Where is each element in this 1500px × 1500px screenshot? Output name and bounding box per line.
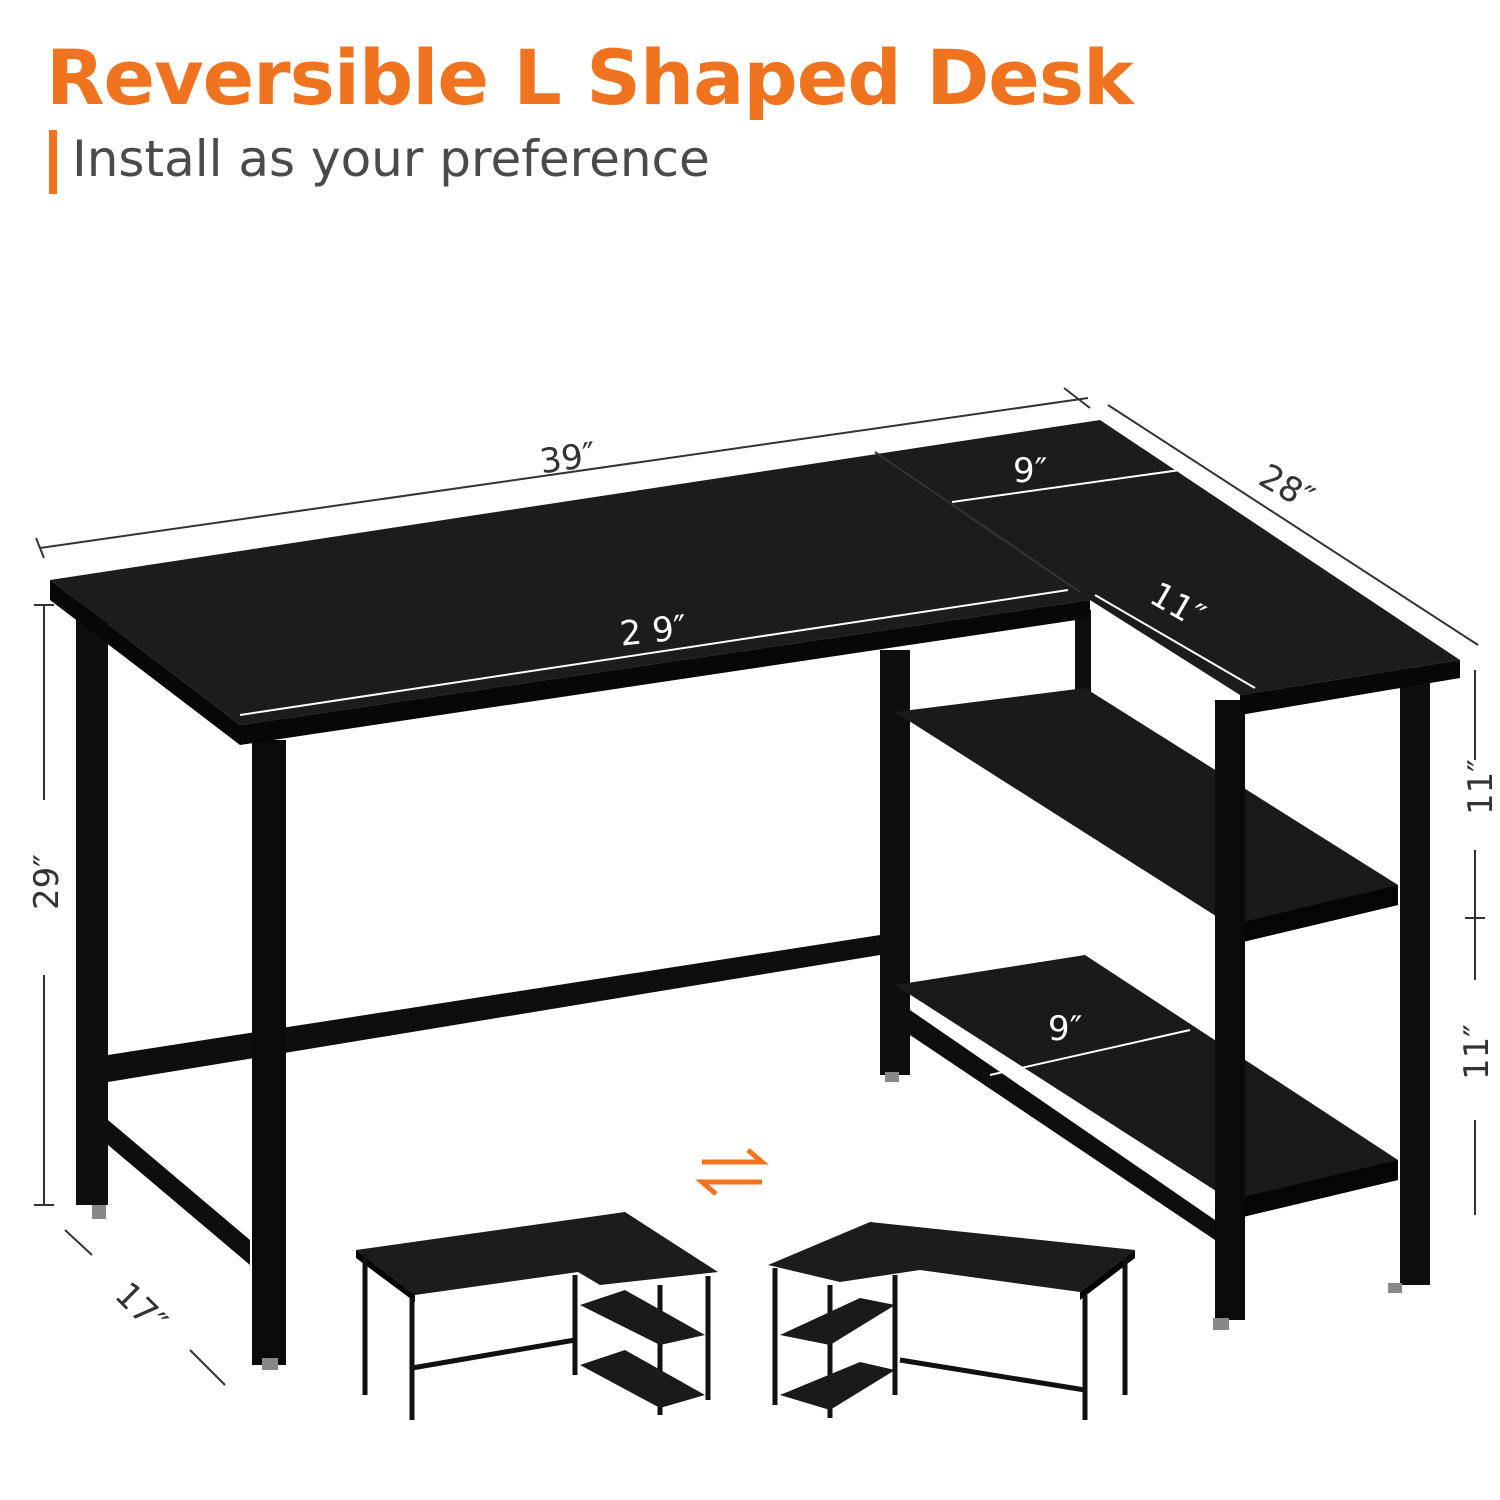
desktop xyxy=(50,420,1460,745)
dim-lower-shelf-gap: 11″ xyxy=(1457,1024,1497,1080)
dim-return-top-width: 9″ xyxy=(1013,451,1047,491)
front-legs xyxy=(252,700,1245,1365)
dim-return-depth: 28″ xyxy=(1252,456,1320,519)
dim-height: 29″ xyxy=(27,854,67,910)
page-title: Reversible L Shaped Desk xyxy=(46,33,1134,122)
dim-depth: 17″ xyxy=(107,1275,175,1343)
leveling-feet xyxy=(92,1072,1402,1370)
dim-shelf-width: 9″ xyxy=(1048,1009,1082,1049)
accent-bar xyxy=(49,130,57,194)
dim-upper-shelf-gap: 11″ xyxy=(1461,759,1500,815)
desk-frame xyxy=(76,600,1430,1285)
thumbnail-right-return xyxy=(356,1212,718,1420)
swap-arrows-icon xyxy=(695,1148,769,1196)
dim-total-length: 39″ xyxy=(537,435,598,482)
white-dimension-lines xyxy=(239,469,1256,1076)
dimension-lines xyxy=(34,387,1485,1386)
thumbnail-left-return xyxy=(768,1222,1135,1420)
shelves xyxy=(895,688,1398,1220)
dim-main-length: 2 9″ xyxy=(618,608,689,655)
page-subtitle: Install as your preference xyxy=(72,130,710,188)
